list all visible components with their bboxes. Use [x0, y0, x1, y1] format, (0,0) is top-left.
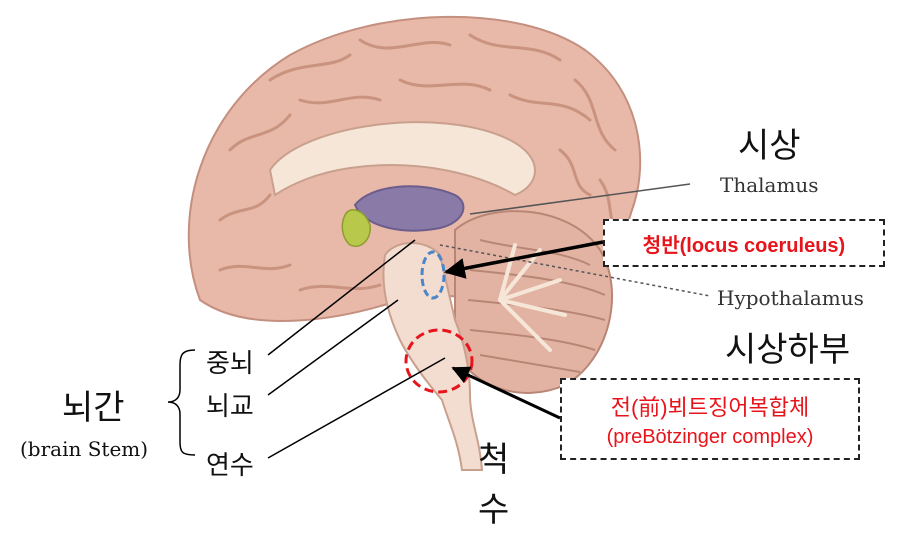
spinal-cord-label-1: 척: [478, 440, 510, 480]
thalamus-label-en: Thalamus: [720, 173, 819, 197]
spinal-cord-label-2: 수: [478, 490, 510, 530]
prebotzinger-label-en: (preBötzinger complex): [606, 425, 814, 448]
corpus-callosum: [268, 121, 536, 197]
hypothalamus-label-ko: 시상하부: [725, 330, 851, 370]
hypothalamus-label-en: Hypothalamus: [717, 286, 864, 310]
prebotzinger-marker: [404, 328, 474, 394]
locus-coeruleus-label: 청반(locus coeruleus): [642, 234, 846, 257]
midbrain-label: 중뇌: [206, 349, 254, 379]
locus-coeruleus-box: 청반(locus coeruleus): [603, 219, 885, 267]
thalamus-region: [353, 185, 465, 232]
prebotzinger-label-ko: 전(前)뵈트징어복합체: [610, 394, 810, 420]
prebotzinger-box: 전(前)뵈트징어복합체 (preBötzinger complex): [560, 378, 860, 460]
brainstem-label-ko: 뇌간: [62, 388, 125, 428]
arbor-vitae: [498, 243, 567, 352]
brainstem-label-en: (brain Stem): [20, 437, 149, 461]
pointer-lines: [267, 183, 711, 459]
hypothalamus-region: [341, 209, 371, 247]
pons-label: 뇌교: [206, 392, 254, 422]
locus-arrow: [443, 240, 604, 279]
thalamus-label-ko: 시상: [738, 126, 801, 166]
prebotzinger-arrow: [451, 366, 561, 420]
medulla-label: 연수: [206, 451, 254, 481]
brainstem: [382, 242, 484, 471]
brainstem-bracket: [167, 349, 196, 456]
